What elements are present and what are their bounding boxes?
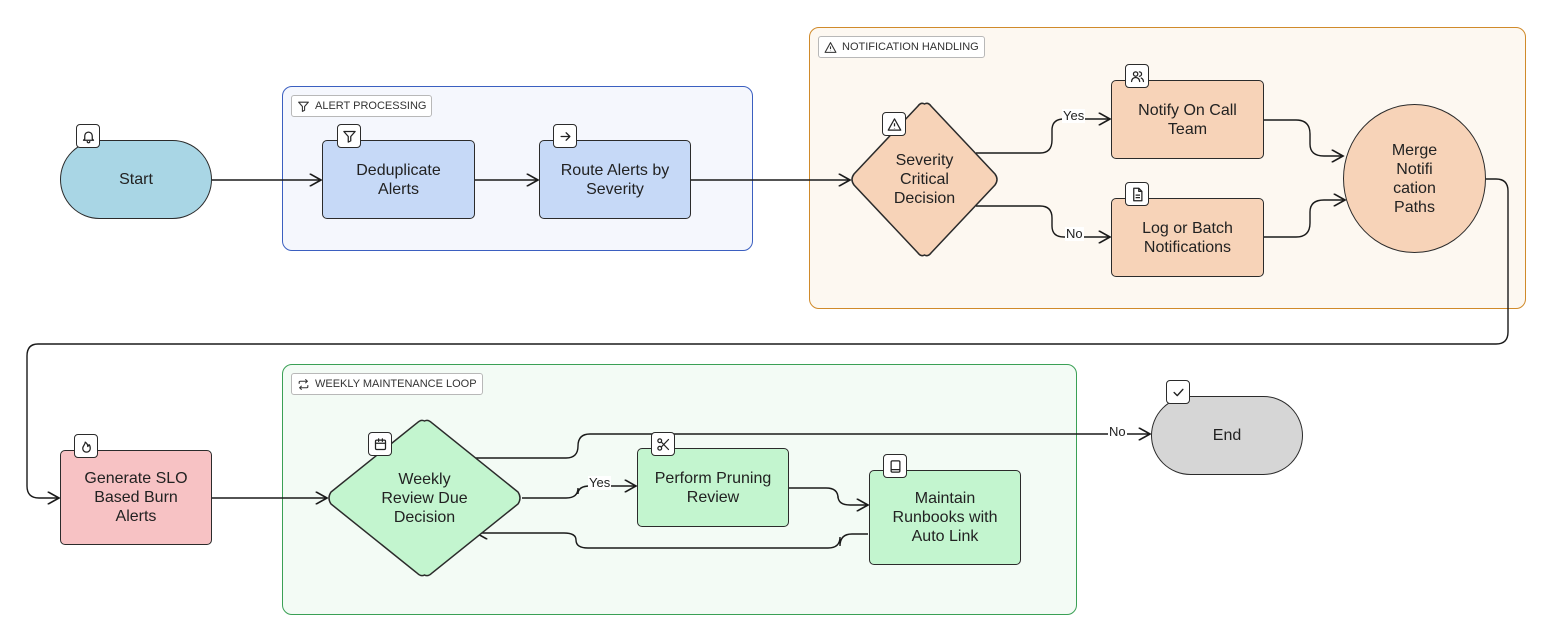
node-label: End xyxy=(1212,427,1242,444)
node-label: Maintain Runbooks with Auto Link xyxy=(892,490,998,545)
warning-icon xyxy=(882,112,906,136)
file-text-icon xyxy=(1125,182,1149,206)
node-label: Notify On Call Team xyxy=(1138,101,1237,138)
node-end[interactable]: End xyxy=(1151,396,1303,475)
flame-icon xyxy=(74,434,98,458)
arrow-right-icon xyxy=(553,124,577,148)
edge-notify-merge xyxy=(1264,119,1343,156)
node-pruning[interactable]: Perform Pruning Review xyxy=(637,448,789,527)
node-notify[interactable]: Notify On Call Team xyxy=(1111,80,1264,159)
edge-log-merge xyxy=(1264,200,1345,238)
node-label: Log or Batch Notifications xyxy=(1142,219,1233,256)
node-start[interactable]: Start xyxy=(60,140,212,219)
node-severity[interactable] xyxy=(849,102,1000,257)
edge-label-severity-no: No xyxy=(1065,226,1084,241)
calendar-icon xyxy=(368,432,392,456)
edge-label-weekly-no: No xyxy=(1108,424,1127,439)
group-label-notification-handling: NOTIFICATION HANDLING xyxy=(818,36,985,58)
node-label: Perform Pruning Review xyxy=(654,469,772,506)
node-label: Start xyxy=(119,171,153,188)
edge-label-weekly-yes: Yes xyxy=(588,475,612,490)
node-runbooks[interactable]: Maintain Runbooks with Auto Link xyxy=(869,470,1021,565)
node-log[interactable]: Log or Batch Notifications xyxy=(1111,198,1264,277)
edge-severity-log xyxy=(976,205,1110,237)
check-icon xyxy=(1166,380,1190,404)
edge-runbooks-weekly xyxy=(476,533,868,549)
users-icon xyxy=(1125,64,1149,88)
node-label: Merge Notifi cation Paths xyxy=(1391,141,1438,216)
scissors-icon xyxy=(651,432,675,456)
book-icon xyxy=(883,454,907,478)
node-deduplicate[interactable]: Deduplicate Alerts xyxy=(322,140,475,219)
edge-weekly-end xyxy=(474,434,1150,459)
group-title: ALERT PROCESSING xyxy=(315,100,427,112)
node-generate[interactable]: Generate SLO Based Burn Alerts xyxy=(60,450,212,545)
group-title: NOTIFICATION HANDLING xyxy=(842,41,979,53)
edge-label-severity-yes: Yes xyxy=(1062,108,1086,123)
node-label: Generate SLO Based Burn Alerts xyxy=(84,470,188,525)
group-title: WEEKLY MAINTENANCE LOOP xyxy=(315,378,477,390)
node-weekly[interactable] xyxy=(326,419,523,577)
bell-icon xyxy=(76,124,100,148)
edge-merge-generate xyxy=(26,178,1509,498)
node-weekly-label: Weekly Review Due Decision xyxy=(381,470,468,526)
filter-icon xyxy=(298,101,309,112)
warning-icon xyxy=(824,41,837,53)
edge-pruning-runbooks xyxy=(789,487,868,505)
group-label-weekly-maintenance: WEEKLY MAINTENANCE LOOP xyxy=(291,373,483,395)
filter-icon xyxy=(337,124,361,148)
node-merge[interactable]: Merge Notifi cation Paths xyxy=(1343,104,1486,253)
group-label-alert-processing: ALERT PROCESSING xyxy=(291,95,433,117)
edge-weekly-pruning xyxy=(522,486,636,499)
repeat-icon xyxy=(298,378,309,390)
node-route[interactable]: Route Alerts by Severity xyxy=(539,140,691,219)
node-label: Route Alerts by Severity xyxy=(560,161,670,198)
node-severity-label: Severity Critical Decision xyxy=(893,151,956,207)
node-label: Deduplicate Alerts xyxy=(356,161,441,198)
edge-severity-notify xyxy=(976,119,1110,154)
